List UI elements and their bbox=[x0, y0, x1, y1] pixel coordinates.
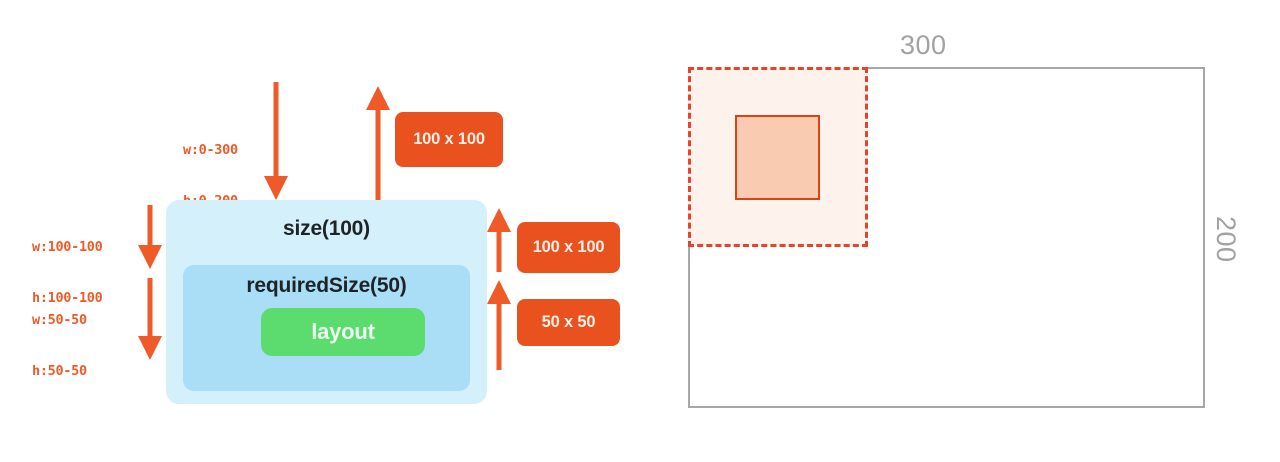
arrow-up-size-100 bbox=[487, 208, 511, 272]
layout-chip[interactable]: layout bbox=[261, 308, 425, 356]
required-size-region-solid bbox=[735, 115, 820, 200]
resolved-size-width: w:100-100 bbox=[32, 239, 103, 255]
frame-width-label: 300 bbox=[900, 30, 947, 60]
size-region-dashed bbox=[688, 67, 868, 247]
resolved-size-label: w:100-100 h:100-100 bbox=[32, 205, 103, 341]
badge-size-bottom: 50 x 50 bbox=[517, 299, 620, 346]
badge-size-middle-label: 100 x 100 bbox=[532, 238, 605, 256]
frame-height-label: 200 bbox=[1211, 216, 1241, 263]
required-size-box-label: requiredSize(50) bbox=[246, 274, 407, 297]
resolved-size-height: h:100-100 bbox=[32, 290, 103, 306]
layout-chip-label: layout bbox=[311, 319, 375, 344]
badge-size-top-label: 100 x 100 bbox=[413, 130, 485, 148]
size-box-label: size(100) bbox=[283, 217, 370, 240]
arrow-up-reported-size bbox=[366, 86, 390, 202]
resolved-required-size-width: w:50-50 bbox=[32, 312, 87, 328]
required-size-box: requiredSize(50) layout bbox=[183, 265, 470, 391]
size-box: size(100) requiredSize(50) layout bbox=[166, 200, 487, 404]
resolved-required-size-height: h:50-50 bbox=[32, 363, 87, 379]
badge-size-middle: 100 x 100 bbox=[517, 222, 620, 273]
arrow-down-incoming-constraint bbox=[264, 82, 288, 200]
badge-size-top: 100 x 100 bbox=[395, 112, 503, 167]
arrow-down-resolved-required-size bbox=[138, 278, 162, 360]
arrow-up-size-50 bbox=[487, 280, 511, 370]
arrow-down-resolved-size bbox=[138, 205, 162, 269]
incoming-constraint-width: w:0-300 bbox=[183, 142, 238, 158]
resolved-required-size-label: w:50-50 h:50-50 bbox=[32, 278, 87, 414]
badge-size-bottom-label: 50 x 50 bbox=[541, 313, 596, 331]
